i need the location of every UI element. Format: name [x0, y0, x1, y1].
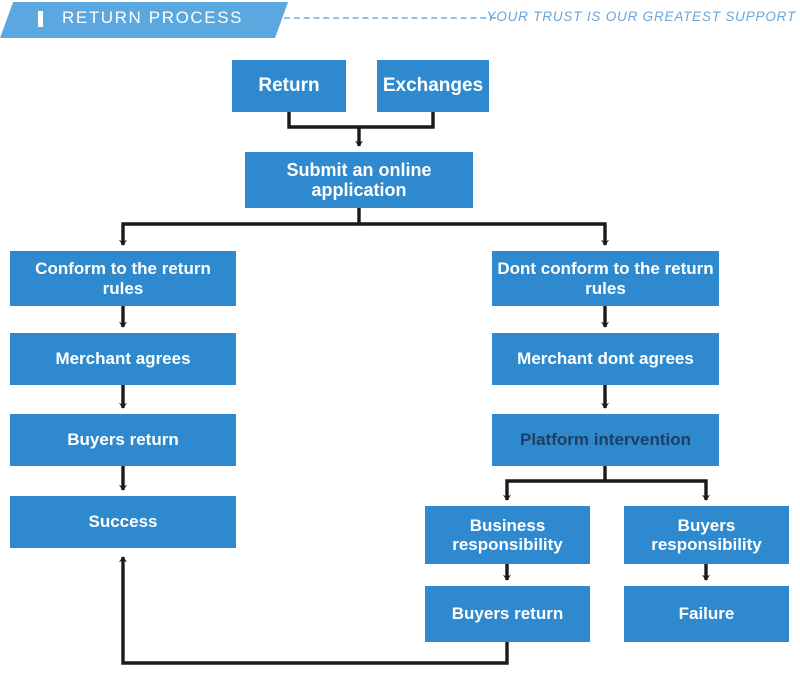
node-success[interactable]: Success	[10, 496, 236, 548]
edge-submit-to-not-conform	[359, 222, 610, 246]
node-submit-online-application[interactable]: Submit an online application	[245, 152, 473, 208]
edge-platform-to-business-resp	[502, 466, 607, 501]
node-business-responsibility[interactable]: Business responsibility	[425, 506, 590, 564]
banner-bullet-icon	[38, 11, 43, 27]
header-tagline: YOUR TRUST IS OUR GREATEST SUPPORT	[486, 9, 796, 24]
edge-platform-to-buyers-resp	[605, 479, 711, 501]
node-buyers-return-left[interactable]: Buyers return	[10, 414, 236, 466]
edge-return-exchanges-merge	[287, 112, 435, 129]
node-platform-intervention[interactable]: Platform intervention	[492, 414, 719, 466]
node-conform-to-return-rules[interactable]: Conform to the return rules	[10, 251, 236, 306]
page-title: RETURN PROCESS	[62, 8, 244, 27]
node-dont-conform-to-return-rules[interactable]: Dont conform to the return rules	[492, 251, 719, 306]
node-buyers-responsibility[interactable]: Buyers responsibility	[624, 506, 789, 564]
node-merchant-dont-agrees[interactable]: Merchant dont agrees	[492, 333, 719, 385]
node-exchanges[interactable]: Exchanges	[377, 60, 489, 112]
banner-dashed-rule	[284, 17, 496, 19]
node-failure[interactable]: Failure	[624, 586, 789, 642]
edge-feedback-buyers-return-to-success	[118, 556, 509, 665]
node-buyers-return-right[interactable]: Buyers return	[425, 586, 590, 642]
node-return[interactable]: Return	[232, 60, 346, 112]
node-merchant-agrees[interactable]: Merchant agrees	[10, 333, 236, 385]
page-header: RETURN PROCESS YOUR TRUST IS OUR GREATES…	[0, 0, 800, 40]
edge-submit-to-conform	[118, 208, 361, 246]
